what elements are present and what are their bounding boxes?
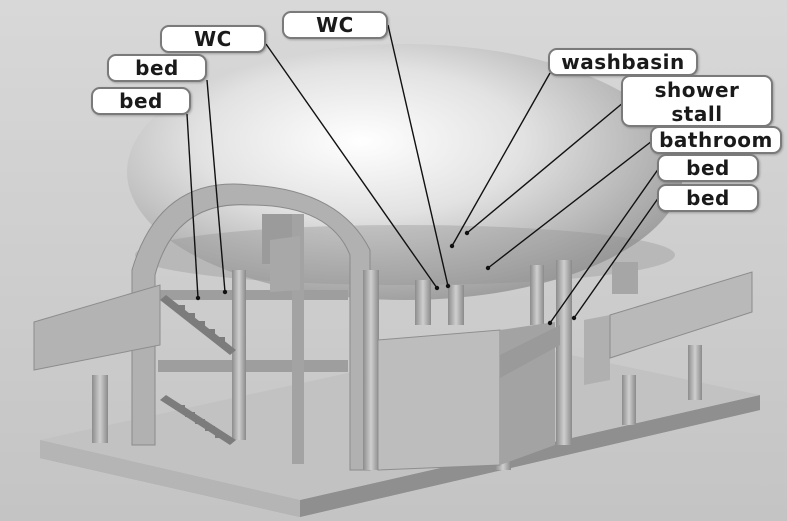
leader-line-bed-left bbox=[186, 113, 199, 299]
columns bbox=[92, 260, 702, 470]
label-bed-right-lower: bed bbox=[657, 184, 759, 212]
leader-line-bed-right-lower bbox=[573, 196, 660, 319]
label-bed-right-upper: bed bbox=[657, 154, 759, 182]
label-shower-stall: shower stall bbox=[621, 75, 773, 127]
leader-line-bathroom bbox=[487, 140, 653, 269]
label-bed-left: bed bbox=[91, 87, 191, 115]
leader-line-bed-right-upper bbox=[549, 167, 660, 324]
leader-line-shower-stall bbox=[466, 101, 625, 234]
staircase bbox=[160, 295, 236, 445]
label-wc-right: WC bbox=[282, 11, 388, 39]
leader-line-washbasin bbox=[451, 72, 551, 247]
walls bbox=[33, 236, 753, 471]
leader-line-bed-top-left bbox=[206, 79, 226, 293]
label-bed-top-left: bed bbox=[107, 54, 207, 82]
label-wc-left: WC bbox=[160, 25, 266, 53]
label-bathroom: bathroom bbox=[650, 126, 782, 154]
leader-lines bbox=[186, 24, 660, 324]
leader-line-wc-right bbox=[387, 24, 449, 287]
label-washbasin: washbasin bbox=[548, 48, 698, 76]
leader-line-wc-left bbox=[265, 43, 438, 289]
leader-endpoints bbox=[195, 230, 577, 326]
dome bbox=[127, 44, 683, 300]
